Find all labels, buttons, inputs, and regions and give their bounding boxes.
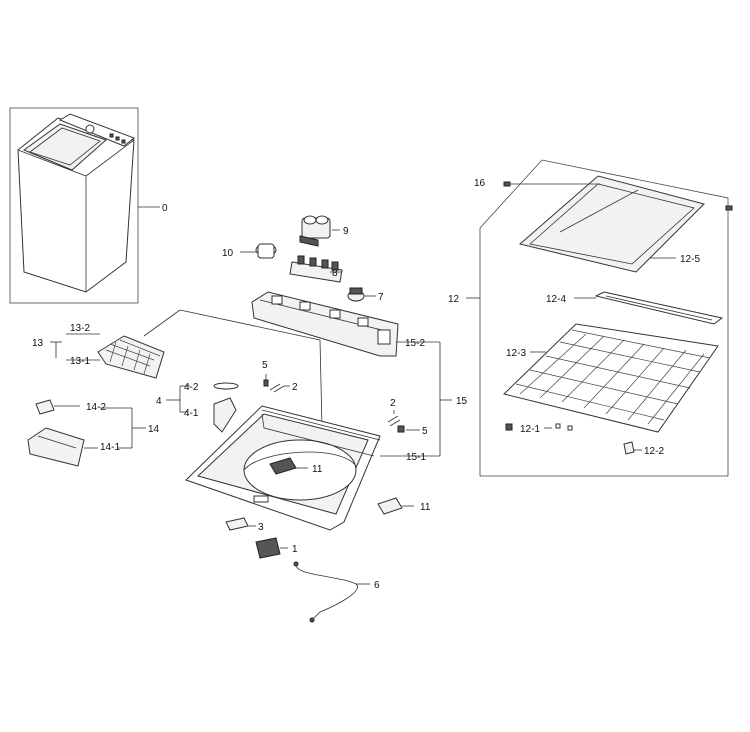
label-part-7: 7 bbox=[378, 292, 384, 303]
label-part-5-left: 5 bbox=[262, 360, 268, 371]
label-part-2-left: 2 bbox=[292, 382, 298, 393]
label-part-3: 3 bbox=[258, 522, 264, 533]
label-part-14: 14 bbox=[148, 424, 160, 435]
label-part-0: 0 bbox=[162, 203, 168, 214]
lid-assembly-group bbox=[466, 159, 733, 477]
part-4-drawing bbox=[166, 382, 239, 433]
part-2-pin-right bbox=[387, 410, 401, 427]
part-3-drawing bbox=[225, 517, 256, 531]
label-part-15-2: 15-2 bbox=[405, 338, 425, 349]
part-13-drawer-drawing bbox=[50, 309, 321, 379]
label-part-14-2: 14-2 bbox=[86, 402, 106, 413]
part-5-screw-right bbox=[397, 425, 420, 433]
part-12-3-lid-frame-drawing bbox=[503, 323, 719, 433]
label-part-11-outer: 11 bbox=[420, 502, 431, 513]
part-8-drawing bbox=[289, 255, 343, 283]
label-part-15-1: 15-1 bbox=[406, 452, 426, 463]
washer-assembly-group bbox=[9, 107, 160, 304]
label-part-12-5: 12-5 bbox=[680, 254, 700, 265]
label-part-12-4: 12-4 bbox=[546, 294, 566, 305]
label-part-12: 12 bbox=[448, 294, 460, 305]
label-part-2-right: 2 bbox=[390, 398, 396, 409]
label-part-4-1: 4-1 bbox=[184, 408, 199, 419]
part-15-2-bracket-drawing bbox=[251, 291, 440, 429]
label-part-15: 15 bbox=[456, 396, 468, 407]
label-part-12-1: 12-1 bbox=[520, 424, 540, 435]
washer-dial-icon bbox=[85, 124, 95, 134]
part-11-hinge-inner bbox=[269, 457, 308, 475]
label-part-4: 4 bbox=[156, 396, 162, 407]
washer-glass-lid-drawing bbox=[22, 123, 107, 171]
label-part-10: 10 bbox=[222, 248, 234, 259]
label-part-13: 13 bbox=[32, 338, 44, 349]
part-9-drawing bbox=[299, 215, 340, 247]
part-15-top-cover-drawing bbox=[185, 342, 452, 531]
label-part-12-3: 12-3 bbox=[506, 348, 526, 359]
part-7-drawing bbox=[347, 287, 376, 302]
part-6-wire-drawing bbox=[293, 561, 370, 623]
part-5-screw-left bbox=[263, 374, 269, 387]
label-part-1: 1 bbox=[292, 544, 298, 555]
label-part-5-right: 5 bbox=[422, 426, 428, 437]
label-part-11-inner: 11 bbox=[312, 464, 323, 475]
label-part-14-1: 14-1 bbox=[100, 442, 120, 453]
part-14-dispenser-drawing bbox=[27, 399, 146, 467]
label-part-16: 16 bbox=[474, 178, 486, 189]
lid-assembly-frame bbox=[479, 159, 729, 477]
label-part-4-2: 4-2 bbox=[184, 382, 199, 393]
part-2-pin-left bbox=[269, 383, 290, 393]
part-12-5-glass-lid-drawing bbox=[518, 175, 705, 273]
label-part-6: 6 bbox=[374, 580, 380, 591]
part-1-drawing bbox=[255, 537, 288, 559]
label-part-9: 9 bbox=[343, 226, 349, 237]
label-part-8: 8 bbox=[332, 268, 338, 279]
label-part-12-2: 12-2 bbox=[644, 446, 664, 457]
label-part-13-2: 13-2 bbox=[70, 323, 90, 334]
washer-frame-box bbox=[9, 107, 139, 304]
part-10-drawing bbox=[240, 243, 277, 259]
label-part-13-1: 13-1 bbox=[70, 356, 90, 367]
part-11-hinge-outer bbox=[377, 497, 414, 515]
